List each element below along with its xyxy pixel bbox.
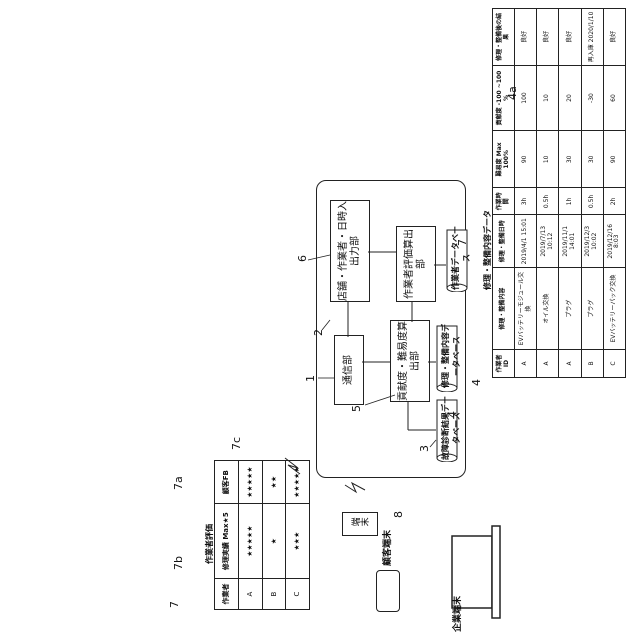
- eval-table-cell: ★★★★★: [238, 461, 262, 504]
- eval-table-cell: A: [238, 579, 262, 610]
- ref-7b: 7b: [172, 556, 185, 570]
- ref-7: 7: [456, 239, 469, 246]
- ref-1: 1: [304, 375, 317, 382]
- eval-table-cell: B: [262, 579, 286, 610]
- eval-table-cell: ★★★★★: [238, 504, 262, 579]
- worker-eval-table: 作業者修理実績 Max★5顧客FBA★★★★★★★★★★B★★★C★★★★★★★…: [214, 460, 310, 610]
- eval-table-header-cell: 作業者: [215, 579, 239, 610]
- eval-table-cell: ★★★: [286, 504, 310, 579]
- customer-terminal-label: 顧客端末: [380, 530, 393, 566]
- customer-phone-icon[interactable]: [376, 570, 400, 612]
- terminal-box[interactable]: 端末: [342, 512, 378, 536]
- table-row: A★★★★★★★★★★: [238, 461, 262, 610]
- ref-2: 2: [312, 329, 325, 336]
- eval-table-cell: ★★★★★: [286, 461, 310, 504]
- ref-8: 8: [392, 511, 405, 518]
- ref-7a: 7a: [172, 476, 185, 490]
- db-diagnosis-label: 故障診断結果データベース: [440, 396, 462, 460]
- eval-table-cell: ★★: [262, 461, 286, 504]
- ref-4: 4: [446, 411, 459, 418]
- ref-7c: 7c: [230, 437, 243, 450]
- company-terminal-label: 企業端末: [450, 596, 463, 632]
- eval-table-header-cell: 修理実績 Max★5: [215, 504, 239, 579]
- eval-table-header-row: 作業者修理実績 Max★5顧客FB: [215, 461, 239, 610]
- eval-table-cell: C: [286, 579, 310, 610]
- ref-6: 6: [296, 255, 309, 262]
- eval-table-cell: ★: [262, 504, 286, 579]
- ref-3: 3: [418, 445, 431, 452]
- db-worker-label: 作業者データベース: [450, 226, 472, 290]
- db-work-label: 修理・整備内容データベース: [440, 322, 462, 390]
- ref-7-table: 7: [168, 601, 181, 608]
- table-row: C★★★★★★★★: [286, 461, 310, 610]
- eval-table-header-cell: 顧客FB: [215, 461, 239, 504]
- table-row: B★★★: [262, 461, 286, 610]
- ref-5: 5: [350, 405, 363, 412]
